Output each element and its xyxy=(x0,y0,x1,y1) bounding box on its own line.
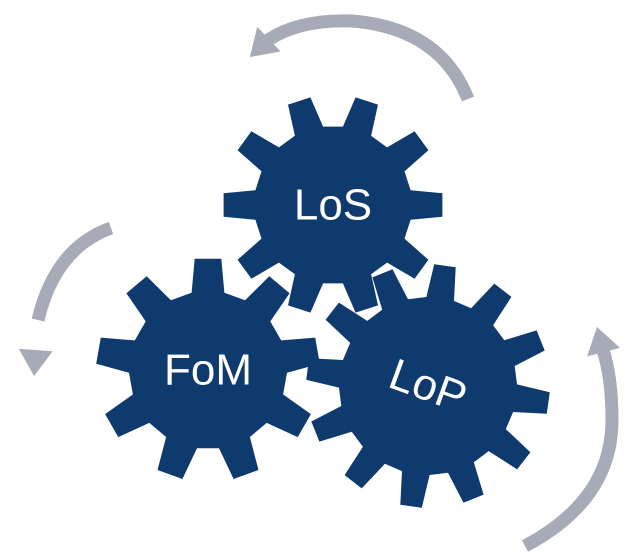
arrow-top-body xyxy=(264,14,475,102)
gear-fom-shape xyxy=(96,258,320,479)
arrow-left xyxy=(18,221,114,376)
gear-lop: LoP xyxy=(306,264,550,508)
gear-lop-shape xyxy=(306,264,550,508)
gear-fom: FoM xyxy=(96,258,320,479)
arrow-right xyxy=(521,327,620,552)
arrow-right-body xyxy=(521,348,619,552)
gear-los-label: LoS xyxy=(294,181,372,230)
gear-fom-label: FoM xyxy=(164,346,252,395)
arrow-top xyxy=(250,14,475,102)
gears: LoS FoM LoP xyxy=(96,97,550,508)
arrow-left-head xyxy=(18,348,53,376)
gear-los: LoS xyxy=(223,97,443,313)
arrow-right-head xyxy=(587,327,620,357)
arrow-top-head xyxy=(250,26,281,57)
cycle-arrows xyxy=(18,14,620,552)
arrow-left-body xyxy=(31,221,114,322)
gear-los-shape xyxy=(223,97,443,313)
